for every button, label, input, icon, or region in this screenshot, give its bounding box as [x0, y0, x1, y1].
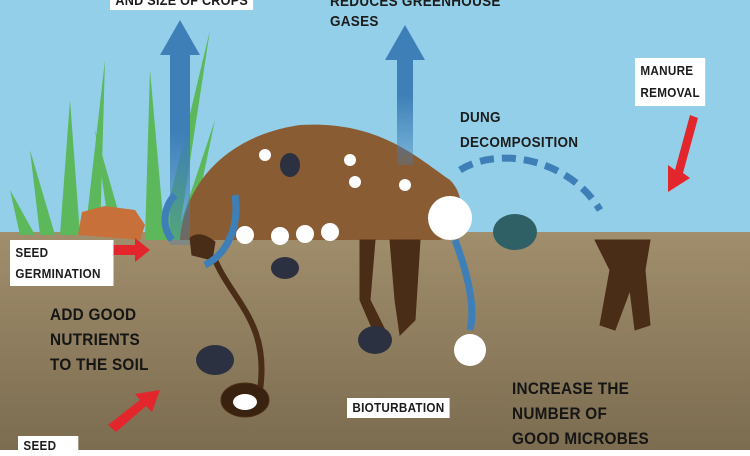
beetle-icons: [196, 153, 537, 375]
label-manure-removal: MANURE REMOVAL: [635, 58, 706, 106]
label-dung-decomposition: DUNG DECOMPOSITION: [460, 109, 579, 151]
label-crops: AND SIZE OF CROPS: [110, 0, 254, 10]
label-greenhouse-line2: GASES: [330, 13, 379, 30]
cycle-arrows: [161, 154, 603, 331]
label-microbes: INCREASE THE NUMBER OF GOOD MICROBES: [512, 379, 649, 448]
dung-clod-icon: [78, 206, 145, 240]
label-seed-germination: SEED GERMINATION: [10, 240, 114, 286]
label-nutrients: ADD GOOD NUTRIENTS TO THE SOIL: [50, 305, 149, 374]
label-greenhouse-line1: REDUCES GREENHOUSE: [330, 0, 501, 10]
microbe-circle-icon: [454, 334, 486, 366]
tunnel-icons: [189, 234, 651, 418]
label-seed-bottom: SEED: [18, 436, 78, 456]
microbe-circle-icon: [428, 196, 472, 240]
dung-pile: [180, 124, 461, 240]
larva-icons: [236, 149, 411, 245]
label-bioturbation: BIOTURBATION: [347, 398, 450, 418]
blue-arrows: [160, 20, 425, 245]
red-arrows: [95, 115, 698, 432]
